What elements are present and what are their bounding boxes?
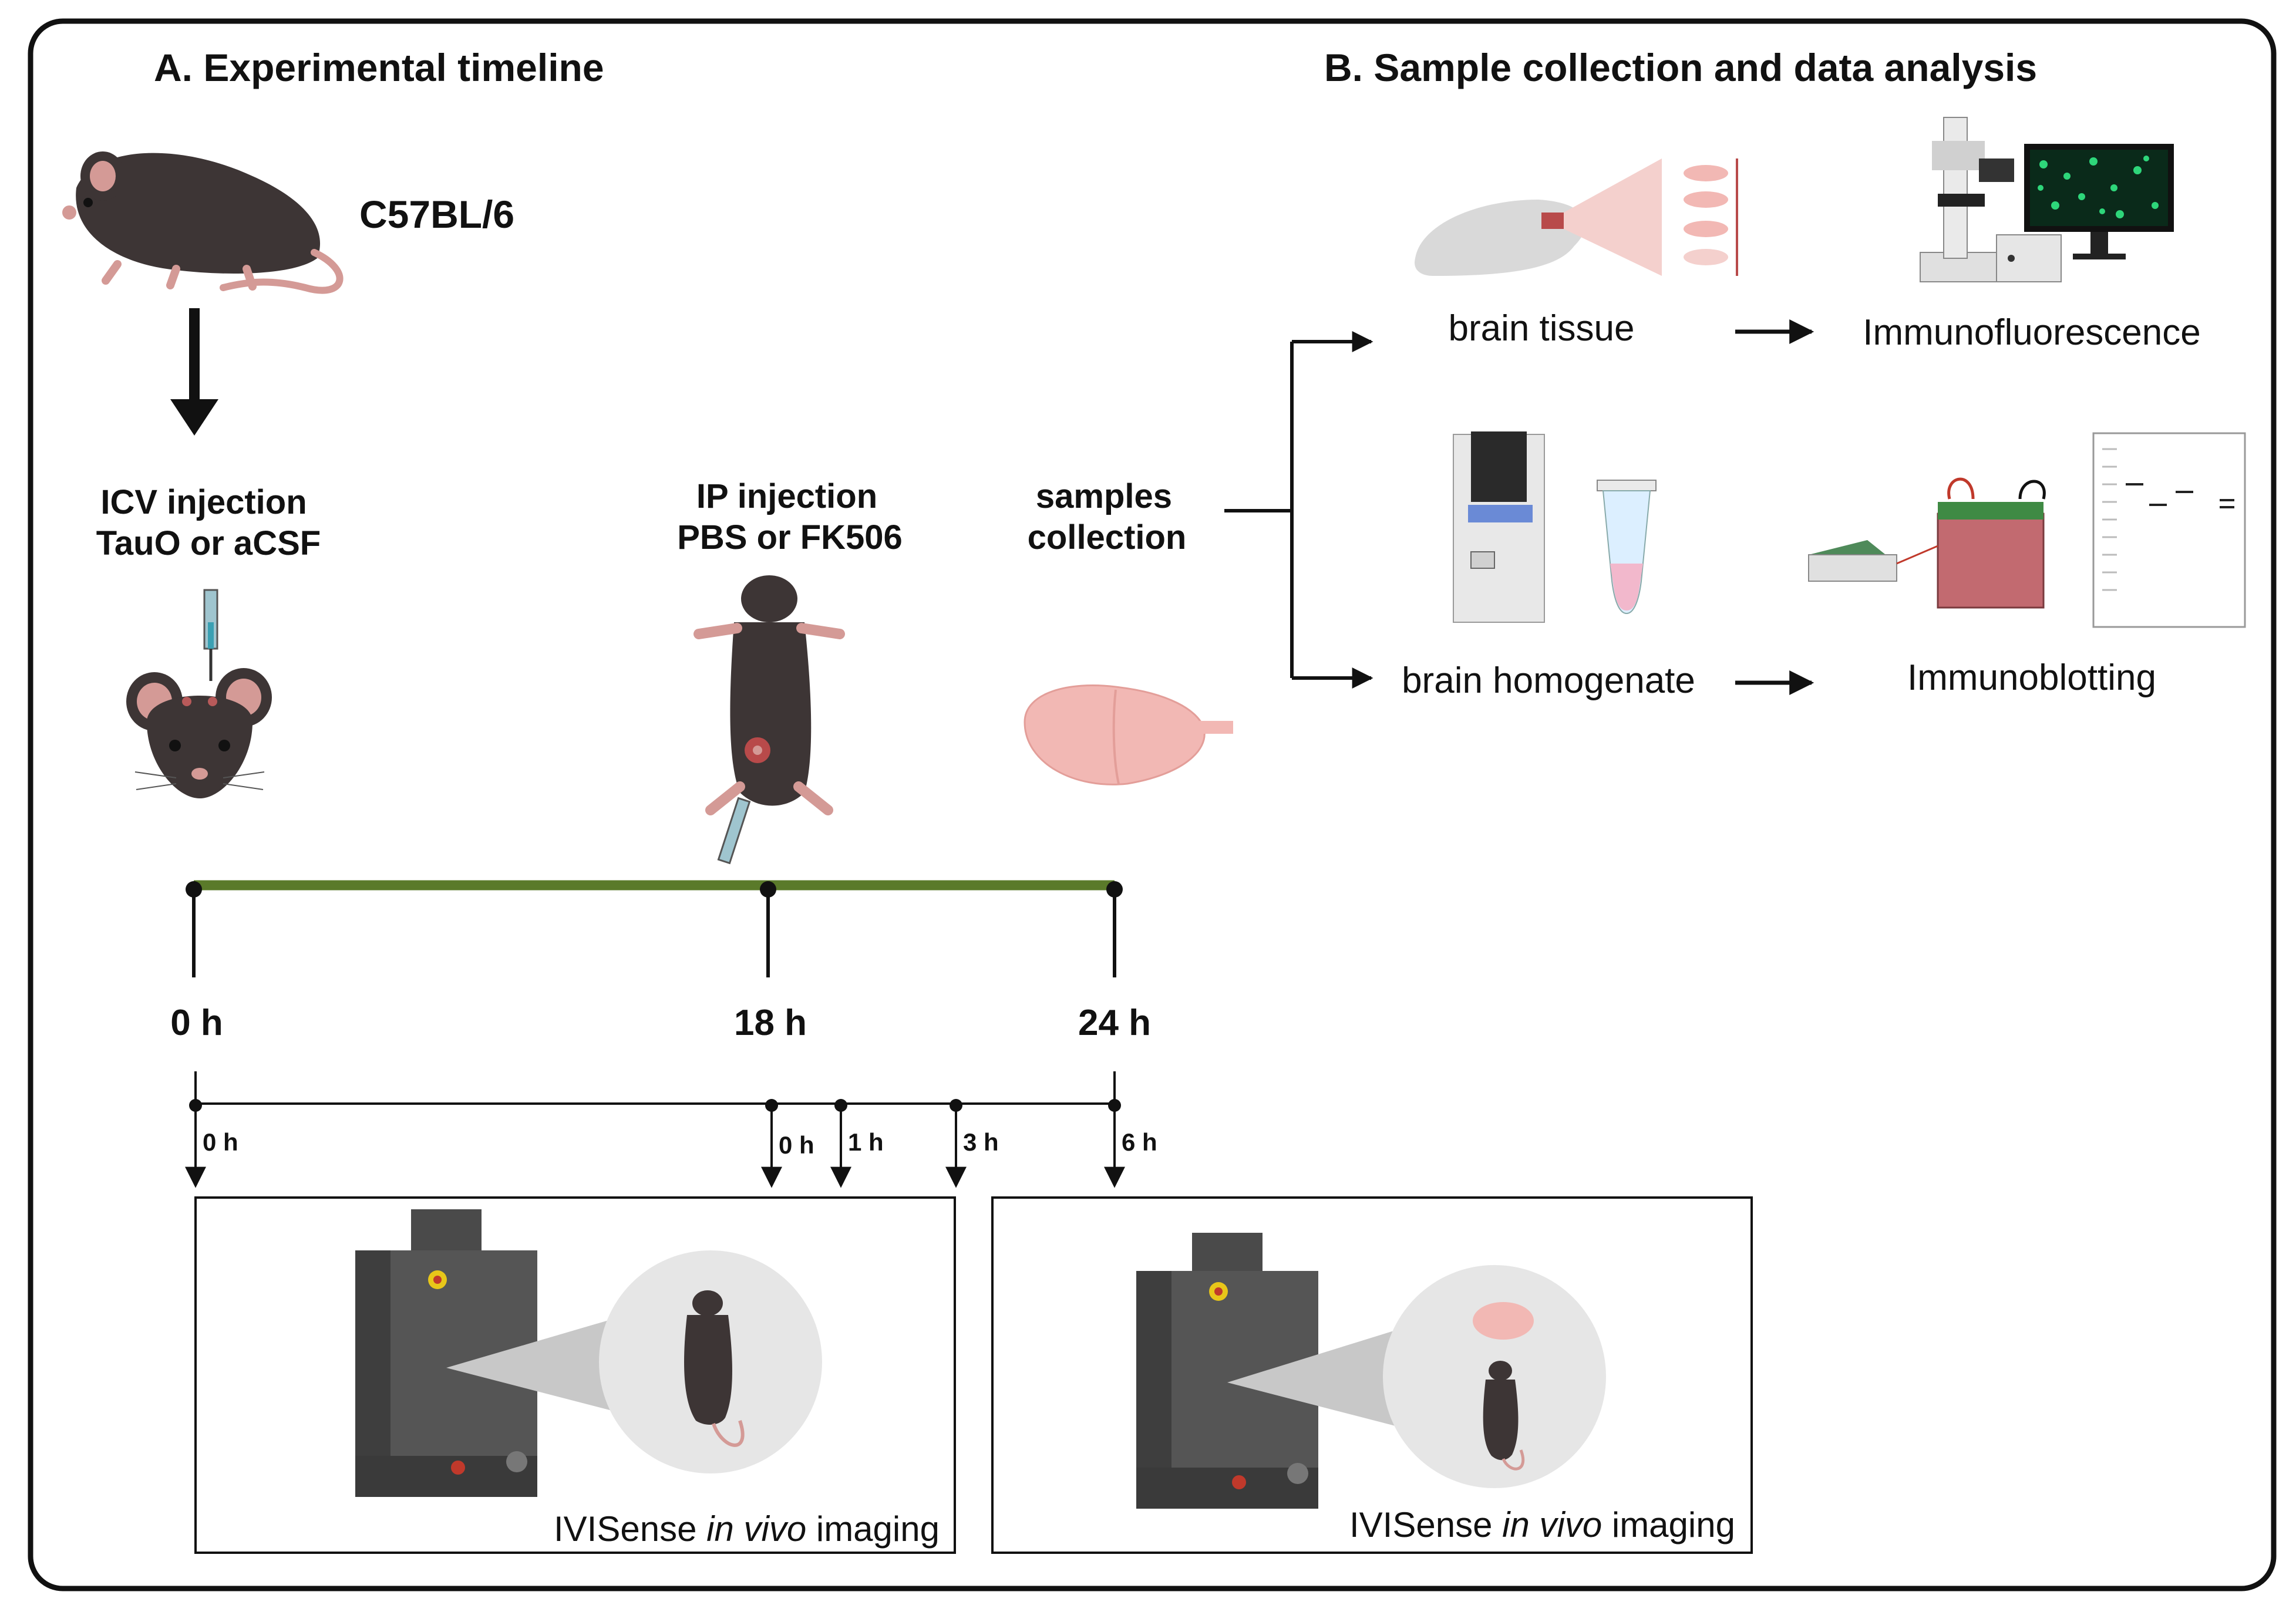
imaging-device-icon (355, 1209, 537, 1497)
panel-b-title: B. Sample collection and data analysis (1324, 46, 2037, 89)
if-label: Immunofluorescence (1863, 312, 2201, 353)
imaging-beam-2 (1227, 1330, 1398, 1426)
microscope-icon (1920, 117, 2062, 282)
timepoint-24h: 24 h (1078, 1003, 1151, 1043)
brain-tissue-label: brain tissue (1448, 308, 1634, 349)
imaging-label-1-italic: in vivo (706, 1509, 806, 1549)
sub-time-6h: 6 h (1122, 1128, 1157, 1156)
imaging-beam (446, 1318, 617, 1412)
blot-icon (2092, 432, 2246, 628)
brain-in-window-icon (1473, 1302, 1534, 1340)
sub-time-3h: 3 h (963, 1128, 999, 1156)
ib-label: Immunoblotting (1907, 657, 2156, 698)
brain-homogenate-label: brain homogenate (1402, 660, 1695, 701)
timeline-ticks (186, 881, 1123, 977)
ip-line2: PBS or FK506 (677, 518, 903, 557)
syringe-icon (203, 589, 218, 681)
icv-line1: ICV injection (100, 483, 307, 521)
imaging-label-2-suffix: imaging (1602, 1505, 1735, 1544)
strain-label: C57BL/6 (359, 193, 514, 236)
imaging-label-2-prefix: IVISense (1349, 1505, 1502, 1544)
imaging-label-2: IVISense in vivo imaging (1349, 1505, 1735, 1544)
mouse-icon (62, 151, 344, 294)
tube-icon (1597, 480, 1657, 615)
imaging-label-2-italic: in vivo (1502, 1505, 1602, 1544)
timepoint-0h: 0 h (170, 1003, 223, 1043)
ip-line1: IP injection (696, 477, 877, 515)
icv-line2: TauO or aCSF (96, 524, 321, 562)
monitor-icon (2024, 144, 2174, 259)
sub-time-1h: 1 h (848, 1128, 884, 1156)
electrophoresis-icon (1808, 477, 2046, 609)
imaging-label-1-prefix: IVISense (554, 1509, 706, 1549)
timepoint-18h: 18 h (734, 1003, 807, 1043)
imaging-label-1: IVISense in vivo imaging (554, 1509, 940, 1549)
samples-line1: samples (1036, 477, 1172, 515)
homogenizer-icon (1453, 431, 1545, 623)
mouse-ventral-icon (693, 575, 845, 865)
down-arrow (170, 308, 218, 436)
brain-section-icon (1415, 158, 1738, 276)
sub-time-0h-a: 0 h (203, 1128, 238, 1156)
imaging-label-1-suffix: imaging (806, 1509, 940, 1549)
sub-timeline (185, 1071, 1125, 1188)
sub-time-0h-b: 0 h (779, 1131, 814, 1159)
bracket-connector (1224, 331, 1373, 689)
brain-icon (1024, 684, 1233, 785)
panel-a-title: A. Experimental timeline (154, 46, 604, 89)
mouse-in-window-icon (684, 1290, 745, 1447)
mouse-head-icon (126, 668, 272, 798)
mouse-in-window-2-icon (1483, 1361, 1525, 1471)
samples-line2: collection (1028, 518, 1187, 557)
